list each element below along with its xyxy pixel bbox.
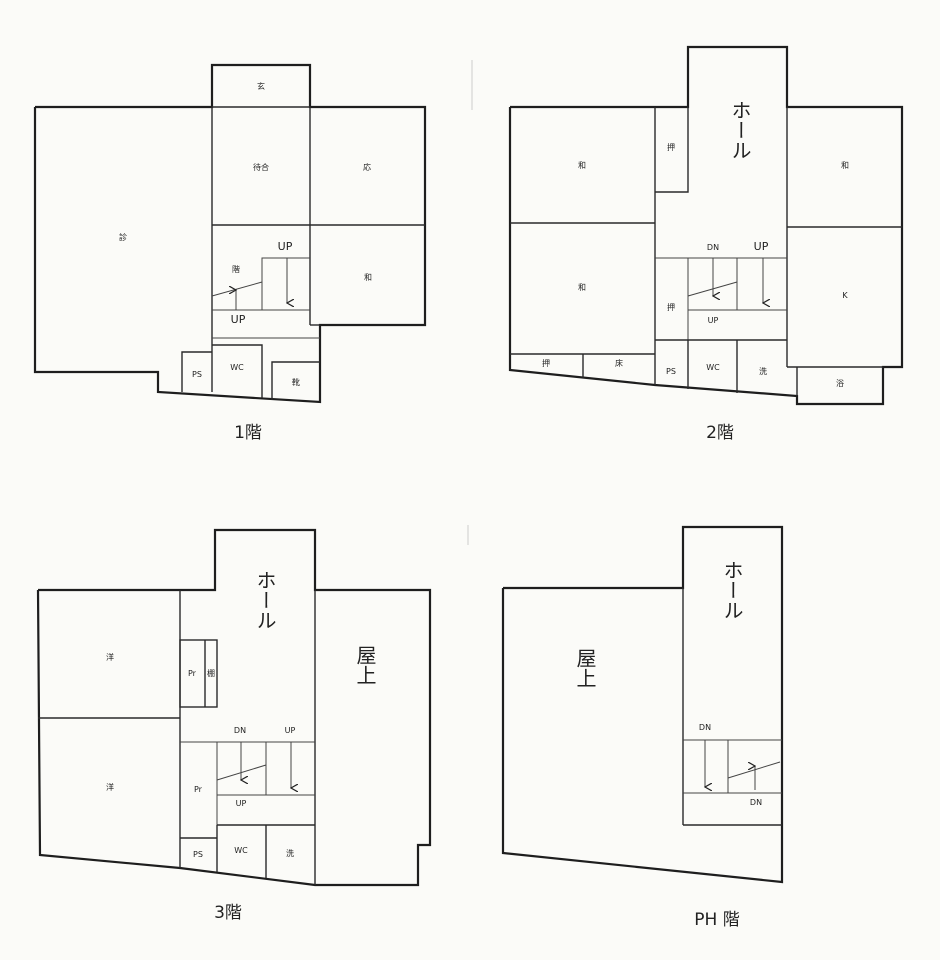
floor-1-wc-room xyxy=(212,344,263,398)
stair-label: UP xyxy=(285,726,296,735)
room-label: PS xyxy=(192,370,202,379)
stair-label: DN xyxy=(750,798,762,807)
room-label: 和 xyxy=(841,161,849,170)
room-label: WC xyxy=(230,363,244,372)
stair-label: DN xyxy=(707,243,719,252)
floor-3-plan: ホール 洋 洋 屋上 Pr 棚 Pr DN UP UP PS WC 洗 3階 xyxy=(36,528,432,923)
room-label: Pr xyxy=(188,669,197,678)
room-label: 応 xyxy=(363,162,371,172)
stair-label: UP xyxy=(754,240,769,253)
floor-3-closet xyxy=(179,639,218,708)
stair-label: DN xyxy=(234,726,246,735)
room-label: PS xyxy=(193,850,203,859)
room-label: WC xyxy=(706,363,720,372)
floor-1-outline xyxy=(33,63,427,404)
room-label: WC xyxy=(234,846,248,855)
room-label: 押 xyxy=(542,358,550,368)
floor-caption: PH 階 xyxy=(694,910,739,930)
room-label: 棚 xyxy=(207,668,215,678)
room-label: 押 xyxy=(667,142,675,152)
room-label: 診 xyxy=(119,232,127,242)
stair-label: UP xyxy=(708,316,719,325)
floor-caption: 2階 xyxy=(706,423,734,443)
floor-2-oshi xyxy=(655,107,689,193)
room-label: 玄 xyxy=(257,81,265,91)
floor-3-outline xyxy=(36,528,432,887)
room-label: 押 xyxy=(667,302,675,312)
room-label: 屋上 xyxy=(573,648,597,688)
room-label: 屋上 xyxy=(353,645,377,685)
floor-ph-stair xyxy=(727,761,781,779)
floor-1-plan: 玄 待合 応 診 階 和 UP UP PS WC 靴 1階 xyxy=(33,63,427,443)
room-label: 洗 xyxy=(759,366,767,376)
room-label: 靴 xyxy=(292,377,300,387)
room-label: 洋 xyxy=(106,652,114,662)
room-label: ホール xyxy=(728,100,752,160)
floor-1-stair xyxy=(211,281,263,297)
room-label: ホール xyxy=(720,560,744,620)
floor-1-small-room xyxy=(271,361,320,400)
floor-1-stair xyxy=(261,257,310,310)
room-label: PS xyxy=(666,367,676,376)
room-label: Pr xyxy=(194,785,203,794)
stair-label: UP xyxy=(236,799,247,808)
room-label: 浴 xyxy=(836,378,844,388)
floor-ph-plan: ホール 屋上 DN DN PH 階 xyxy=(501,525,784,930)
floor-caption: 1階 xyxy=(234,423,262,443)
floor-caption: 3階 xyxy=(214,903,242,923)
stair-label: UP xyxy=(231,313,246,326)
room-label: ホール xyxy=(253,570,277,630)
floor-1-ps-room xyxy=(181,351,212,392)
room-label: 和 xyxy=(578,161,586,170)
room-label: K xyxy=(842,291,848,300)
stair-label: UP xyxy=(278,240,293,253)
room-label: 階 xyxy=(232,264,240,274)
stair-label: DN xyxy=(699,723,711,732)
room-label: 和 xyxy=(364,273,372,282)
room-label: 洗 xyxy=(286,848,294,858)
room-label: 待合 xyxy=(253,162,269,172)
room-label: 床 xyxy=(615,358,623,368)
floor-2-outline xyxy=(508,45,904,406)
floor-2-plan: ホール 押 和 和 和 K 押 床 押 DN UP UP PS WC 洗 浴 2… xyxy=(508,45,904,443)
room-label: 洋 xyxy=(106,782,114,792)
room-label: 和 xyxy=(578,283,586,292)
